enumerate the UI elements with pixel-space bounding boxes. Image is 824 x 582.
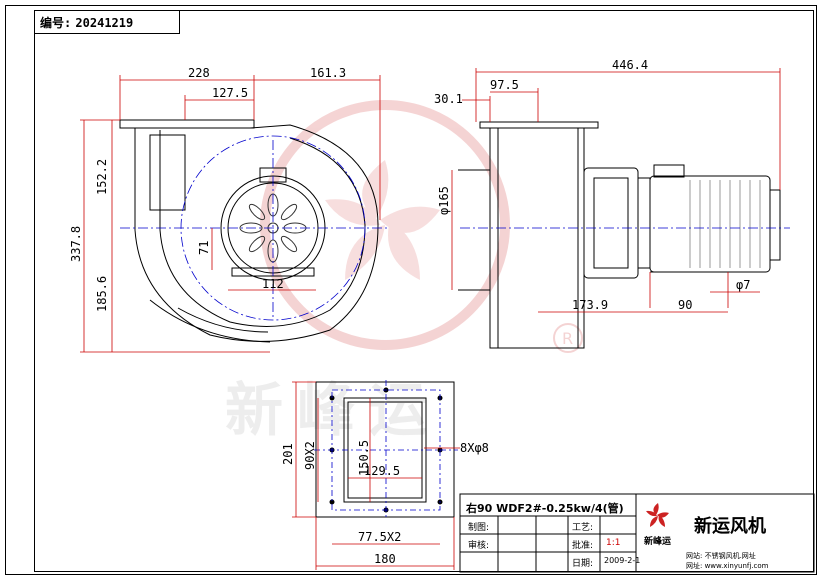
title-row2-label: 审核:	[468, 541, 490, 551]
dim-outlet-holes: 8Xφ8	[460, 441, 489, 455]
dim-hub-width: 112	[262, 277, 284, 291]
dim-side-motor-base: 90	[678, 298, 692, 312]
dim-top-right: 161.3	[310, 66, 346, 80]
dim-outlet-bottom-pitch: 77.5X2	[358, 530, 401, 544]
dim-side-hole: φ7	[736, 278, 750, 292]
drawing-code-box: 编号: 20241219	[34, 10, 180, 34]
side-motor-fins	[689, 180, 761, 268]
drawing-code-label: 编号:	[40, 16, 72, 30]
dim-side-offset: 30.1	[434, 92, 463, 106]
company-name: 新运风机	[694, 516, 766, 537]
title-row3-value2: 2009-2-1	[604, 556, 641, 565]
website-line2: 网址: www.xinyunfj.com	[686, 562, 769, 570]
dim-outlet-inner-width: 129.5	[364, 464, 400, 478]
dim-outlet-side-pitch: 90X2	[303, 441, 317, 470]
dim-hub-height: 71	[197, 241, 211, 255]
company-logo	[646, 503, 669, 527]
model-title: 右90 WDF2#-0.25kw/4(管)	[466, 502, 624, 515]
dim-outlet-height: 201	[281, 443, 295, 465]
dim-left-lower: 185.6	[95, 276, 109, 312]
outlet-center-lines	[314, 380, 458, 520]
registered-mark: R	[562, 329, 573, 348]
watermark-logo: R 新峰运	[225, 100, 583, 444]
title-row3-label2: 日期:	[572, 559, 594, 569]
front-dimension-texts: 228 161.3 127.5 337.8 152.2 185.6 71 112	[69, 66, 346, 312]
dim-inner: 127.5	[212, 86, 248, 100]
dim-left-total: 337.8	[69, 226, 83, 262]
outlet-dimension-lines	[292, 381, 460, 570]
dim-outlet-inner-height: 150.5	[357, 440, 371, 476]
outlet-dimension-texts: 201 90X2 150.5 129.5 8Xφ8 77.5X2 180	[281, 440, 489, 566]
logo-text: 新峰运	[644, 537, 672, 547]
title-row2-value2: 1:1	[606, 538, 621, 548]
dim-side-total: 446.4	[612, 58, 648, 72]
outer-frame	[5, 5, 817, 575]
title-row1-label: 制图:	[468, 523, 490, 533]
dim-left-upper: 152.2	[95, 159, 109, 195]
front-view	[119, 119, 379, 343]
title-row2-label2: 批准:	[572, 541, 594, 551]
dim-side-flange: 97.5	[490, 78, 519, 92]
title-row1-label2: 工艺:	[572, 523, 594, 533]
dim-top-total: 228	[188, 66, 210, 80]
watermark-text: 新峰运	[225, 376, 441, 444]
front-dimension-lines	[80, 75, 381, 353]
inner-frame	[34, 10, 814, 572]
side-view	[458, 121, 781, 349]
title-block	[459, 493, 815, 573]
dim-outlet-width: 180	[374, 552, 396, 566]
dim-side-inlet: φ165	[437, 186, 451, 215]
dim-side-shaft: 173.9	[572, 298, 608, 312]
drawing-code-value: 20241219	[75, 16, 134, 30]
side-dimension-lines	[451, 68, 781, 313]
website-line1: 网站: 不锈钢风机.网址	[686, 552, 756, 560]
side-dimension-texts: 446.4 97.5 30.1 φ165 173.9 90 φ7	[434, 58, 750, 312]
